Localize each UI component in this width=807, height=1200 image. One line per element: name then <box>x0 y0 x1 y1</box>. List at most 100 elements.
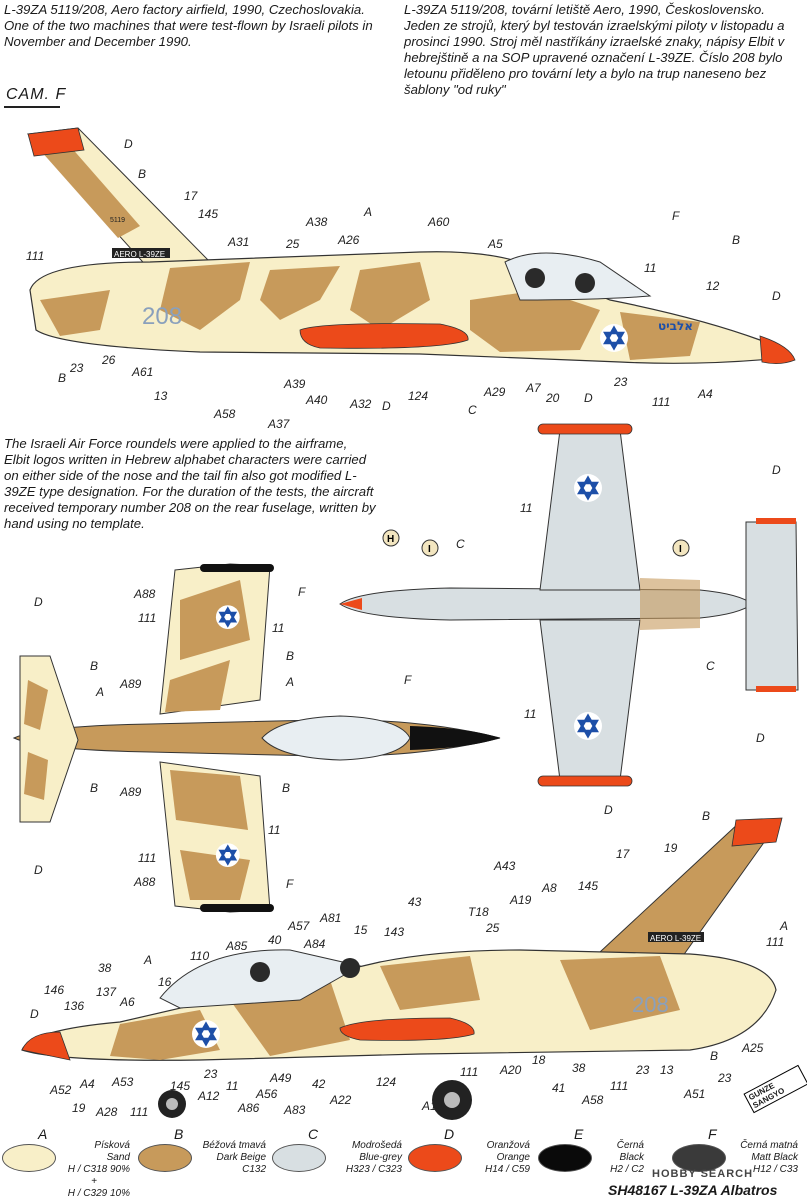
svg-text:A8: A8 <box>541 881 557 895</box>
tail-fin-tip-orange <box>27 127 85 157</box>
roundel-right-side-icon <box>190 1018 222 1050</box>
color-swatch-dark-beige <box>138 1144 192 1172</box>
svg-text:D: D <box>34 595 43 609</box>
svg-text:B: B <box>90 781 98 795</box>
svg-text:111: 111 <box>138 851 156 865</box>
svg-text:11: 11 <box>226 1079 238 1093</box>
svg-text:111: 111 <box>138 611 156 625</box>
svg-text:D: D <box>382 399 391 413</box>
svg-text:A56: A56 <box>255 1087 278 1101</box>
svg-text:B: B <box>702 809 710 823</box>
svg-text:D: D <box>30 1007 39 1021</box>
svg-text:D: D <box>772 289 781 303</box>
svg-text:D: D <box>34 863 43 877</box>
svg-text:C: C <box>456 537 465 551</box>
svg-text:23: 23 <box>635 1063 650 1077</box>
svg-text:A: A <box>285 675 294 689</box>
svg-text:A89: A89 <box>119 785 142 799</box>
svg-text:11: 11 <box>644 261 656 275</box>
svg-text:I: I <box>428 544 431 555</box>
svg-text:136: 136 <box>64 999 84 1013</box>
svg-text:38: 38 <box>572 1061 586 1075</box>
svg-text:16: 16 <box>158 975 172 989</box>
svg-text:A28: A28 <box>95 1105 118 1119</box>
svg-text:41: 41 <box>552 1081 565 1095</box>
svg-text:17: 17 <box>184 189 199 203</box>
israeli-roundel-icon <box>598 322 630 354</box>
svg-text:11: 11 <box>272 621 284 635</box>
svg-text:A31: A31 <box>227 235 249 249</box>
svg-text:A52: A52 <box>49 1083 72 1097</box>
svg-text:D: D <box>756 731 765 745</box>
svg-text:111: 111 <box>652 395 670 409</box>
svg-text:A84: A84 <box>303 937 326 951</box>
svg-text:17: 17 <box>616 847 631 861</box>
svg-text:F: F <box>298 585 306 599</box>
middle-caption: The Israeli Air Force roundels were appl… <box>4 436 376 531</box>
svg-text:111: 111 <box>610 1079 628 1093</box>
svg-text:A83: A83 <box>283 1103 306 1117</box>
svg-text:T18: T18 <box>468 905 489 919</box>
svg-text:13: 13 <box>154 389 168 403</box>
tail-designation: AERO L-39ZE <box>114 250 165 259</box>
svg-text:11: 11 <box>524 707 536 721</box>
svg-text:H: H <box>387 534 394 545</box>
fuselage-number-208-right: 208 <box>632 992 669 1017</box>
svg-text:A51: A51 <box>683 1087 705 1101</box>
color-swatch-black <box>538 1144 592 1172</box>
svg-text:A38: A38 <box>305 215 328 229</box>
svg-text:23: 23 <box>613 375 628 389</box>
svg-text:145: 145 <box>170 1079 190 1093</box>
svg-text:F: F <box>286 877 294 891</box>
czech-caption: L-39ZA 5119/208, tovární letiště Aero, 1… <box>404 2 785 97</box>
product-title: SH48167 L-39ZA Albatros <box>608 1182 778 1198</box>
roundel-under-wing-icon <box>572 472 604 504</box>
svg-text:A25: A25 <box>741 1041 764 1055</box>
svg-text:A43: A43 <box>493 859 516 873</box>
left-side-profile: 208 אלביט AERO L-39ZE 5119 <box>26 127 796 364</box>
legend-letter: A <box>38 1126 48 1142</box>
legend-letter: E <box>574 1126 584 1142</box>
roundel-bottom-wing-icon <box>214 842 241 869</box>
svg-text:A5: A5 <box>487 237 503 251</box>
fuselage-number-208: 208 <box>142 303 182 330</box>
camouflage-label-underline <box>4 106 60 108</box>
svg-text:111: 111 <box>130 1105 148 1119</box>
legend-letter: B <box>174 1126 184 1142</box>
svg-text:A: A <box>95 685 104 699</box>
svg-text:A22: A22 <box>329 1093 352 1107</box>
svg-text:A: A <box>779 919 788 933</box>
svg-text:40: 40 <box>268 933 282 947</box>
svg-text:C: C <box>706 659 715 673</box>
svg-text:A: A <box>143 953 152 967</box>
bottom-view: H I I <box>339 423 799 787</box>
svg-text:A26: A26 <box>337 233 360 247</box>
nose-cone-left <box>759 335 796 364</box>
camouflage-label: CAM. F <box>6 86 67 103</box>
svg-text:19: 19 <box>664 841 678 855</box>
svg-text:A81: A81 <box>319 911 341 925</box>
svg-text:B: B <box>282 781 290 795</box>
svg-text:B: B <box>58 371 66 385</box>
svg-text:145: 145 <box>198 207 218 221</box>
color-swatch-sand <box>2 1144 56 1172</box>
svg-text:145: 145 <box>578 879 598 893</box>
svg-text:A40: A40 <box>305 393 328 407</box>
svg-text:38: 38 <box>98 961 112 975</box>
svg-text:19: 19 <box>72 1101 86 1115</box>
tail-designation-right: AERO L-39ZE <box>650 934 701 943</box>
svg-text:A57: A57 <box>287 919 311 933</box>
roundel-top-wing-icon <box>214 604 241 631</box>
svg-text:I: I <box>679 544 682 555</box>
svg-text:18: 18 <box>532 1053 546 1067</box>
svg-text:A88: A88 <box>133 875 156 889</box>
svg-text:25: 25 <box>285 237 300 251</box>
